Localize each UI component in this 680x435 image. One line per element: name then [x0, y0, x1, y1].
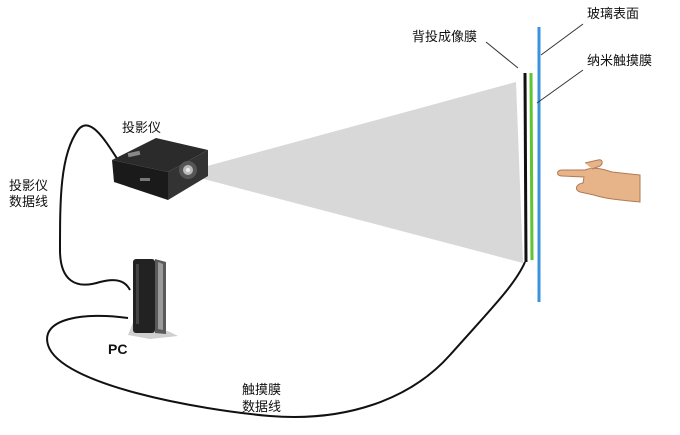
- glass-pointer-line: [540, 23, 584, 56]
- projection-beam: [200, 82, 523, 263]
- label-glass-surface: 玻璃表面: [587, 7, 640, 22]
- label-touch-cable-2: 数据线: [242, 400, 282, 415]
- thin-client-pc-icon: [128, 259, 178, 339]
- label-touch-cable-1: 触摸膜: [242, 383, 282, 398]
- nano-touch-film: [529, 72, 534, 261]
- nano-film-pointer-line: [536, 69, 584, 104]
- label-nano-touch-film: 纳米触摸膜: [587, 54, 653, 69]
- projector-icon: [112, 138, 208, 200]
- label-projector-cable-2: 数据线: [9, 195, 49, 210]
- projector-data-cable: [58, 124, 131, 291]
- label-projector: 投影仪: [122, 121, 162, 136]
- projection-film-pointer-line: [485, 41, 519, 69]
- label-projector-cable-1: 投影仪: [9, 179, 49, 194]
- label-rear-projection-film: 背投成像膜: [412, 30, 478, 45]
- touch-film-data-cable: [46, 261, 526, 418]
- rear-projection-film: [523, 72, 528, 263]
- label-pc: PC: [108, 341, 128, 357]
- pointing-hand-icon: [557, 159, 641, 203]
